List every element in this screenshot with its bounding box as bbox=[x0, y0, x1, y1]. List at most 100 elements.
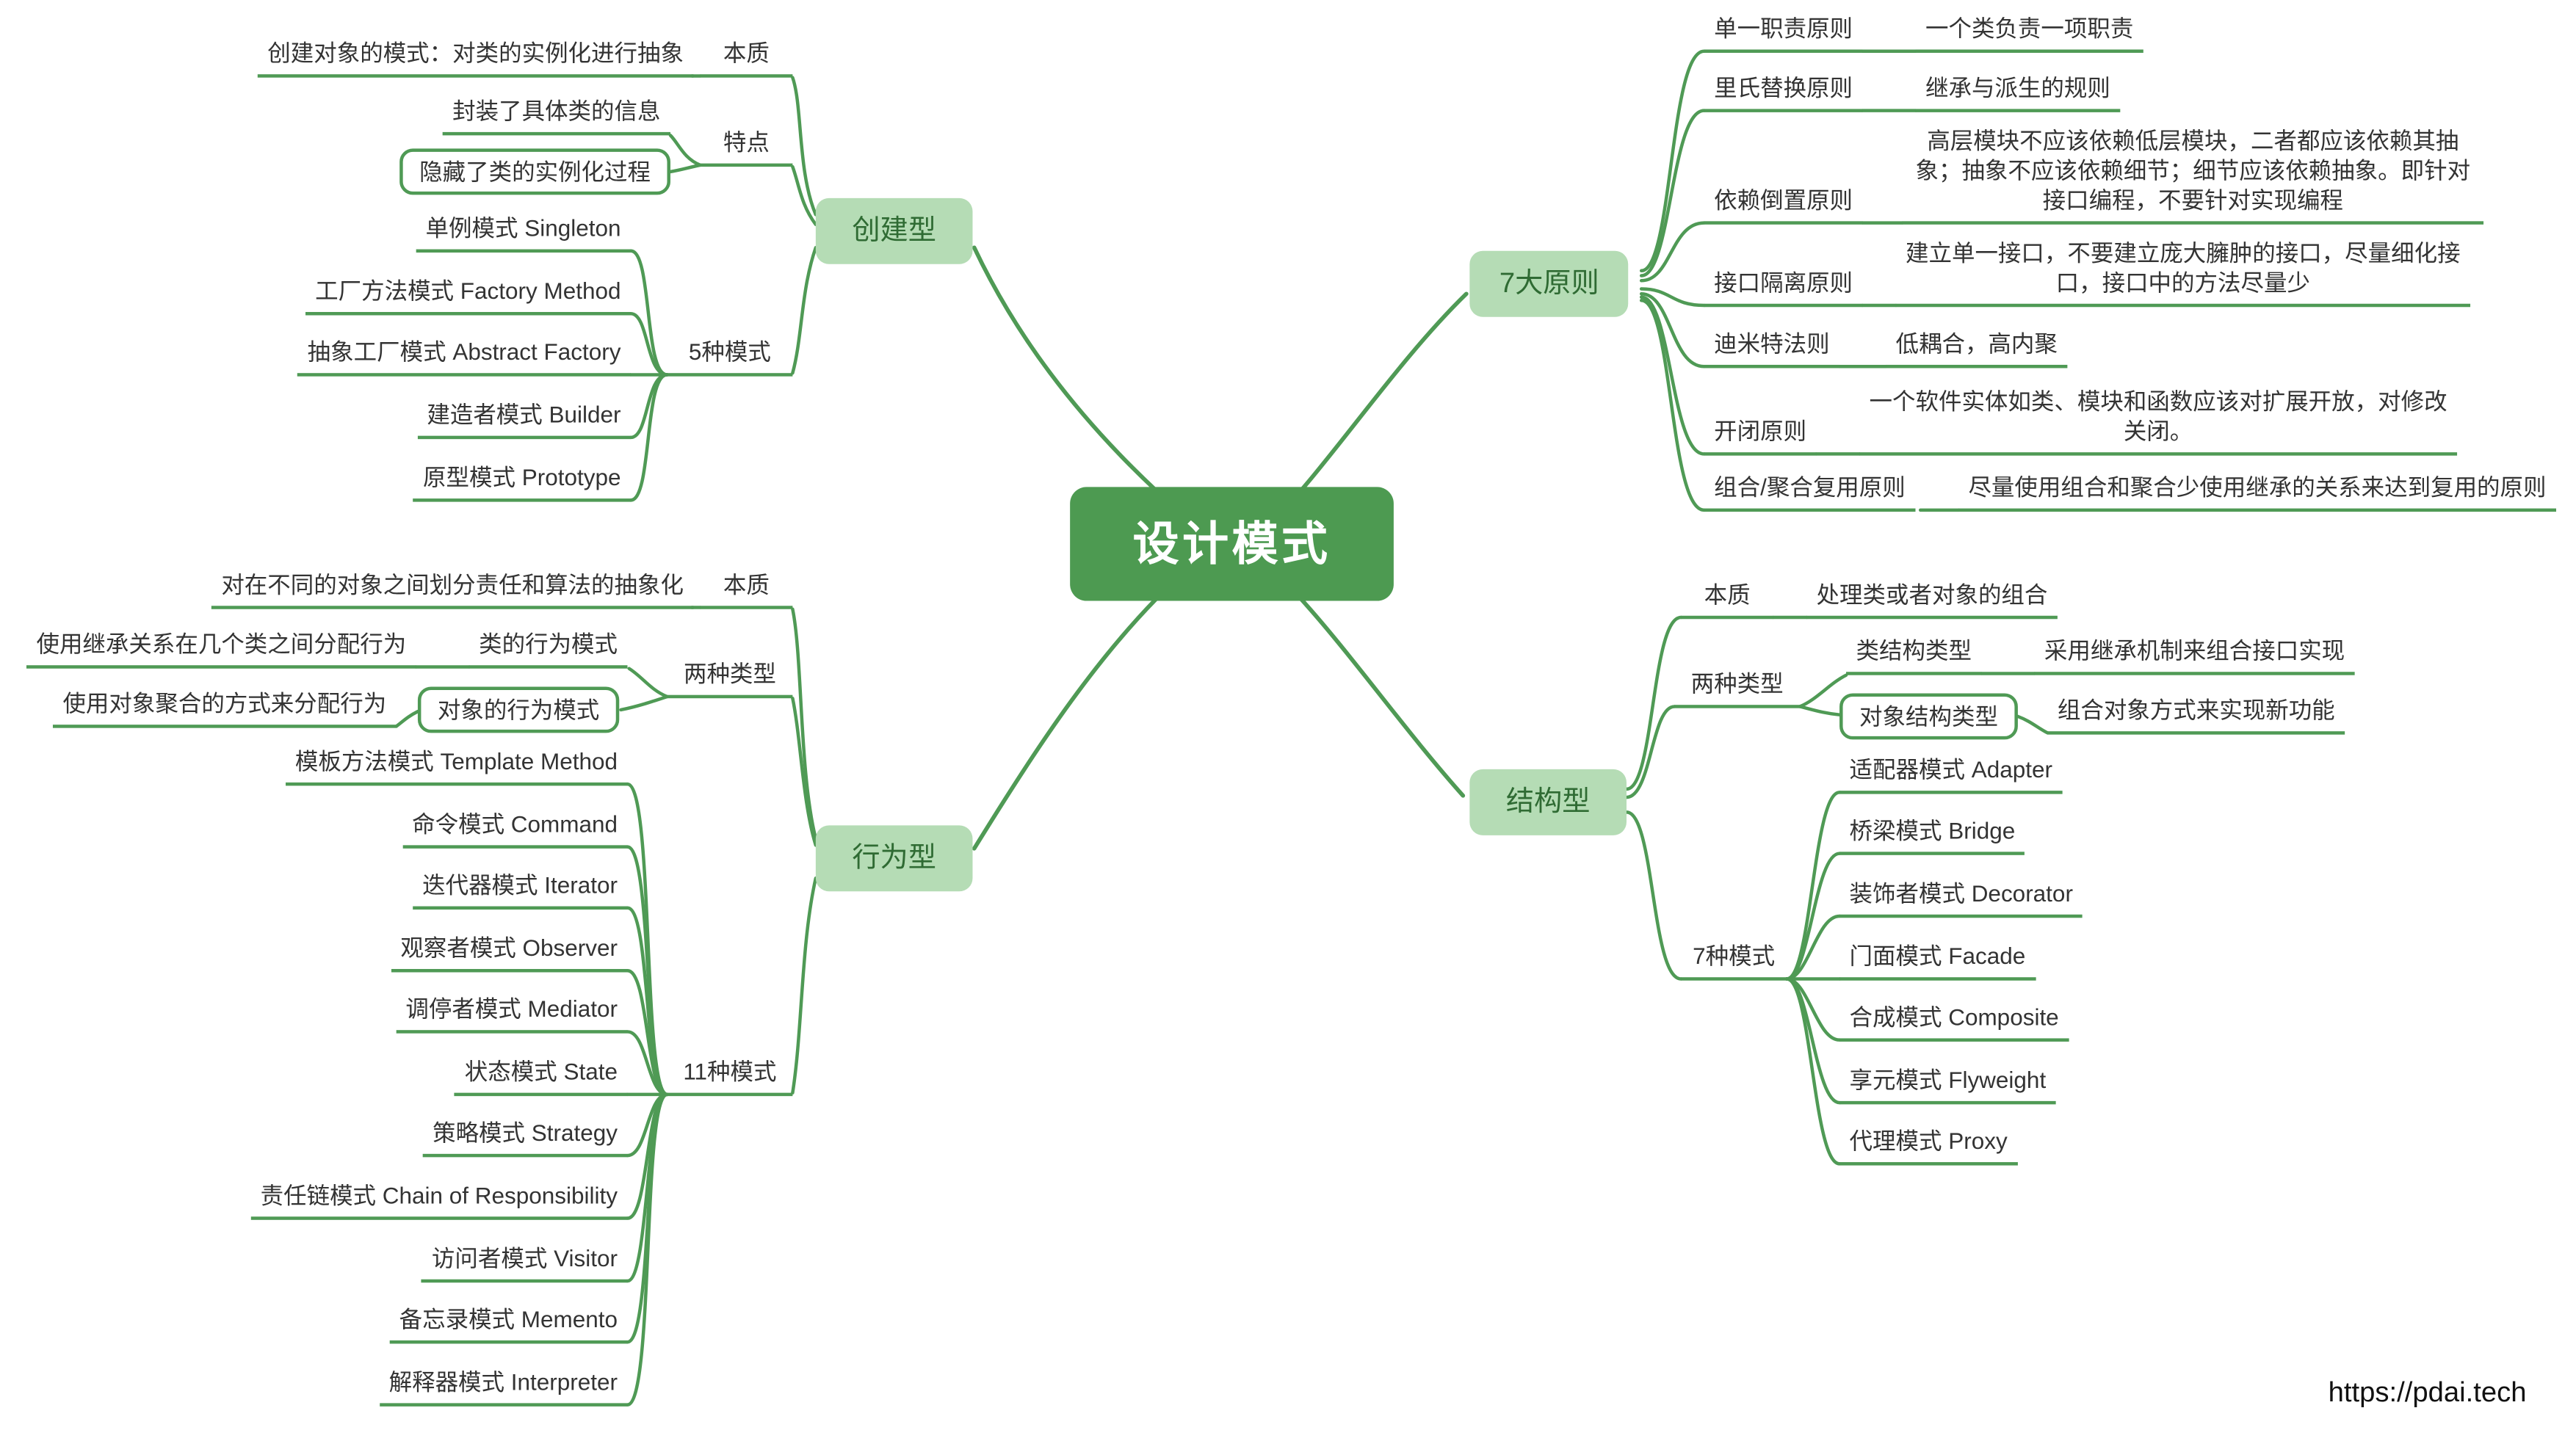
connector bbox=[668, 163, 702, 174]
principle-name[interactable]: 开闭原则 bbox=[1704, 416, 1817, 456]
behavioral-pattern[interactable]: 责任链模式 Chain of Responsibility bbox=[250, 1180, 628, 1220]
root-topic[interactable]: 设计模式 bbox=[1070, 487, 1394, 601]
connector bbox=[2016, 714, 2049, 735]
topic-creational[interactable]: 创建型 bbox=[815, 197, 973, 264]
connector bbox=[1784, 852, 1842, 981]
connector bbox=[791, 876, 818, 1095]
creational-pattern[interactable]: 建造者模式 Builder bbox=[416, 399, 632, 440]
structural-type-desc[interactable]: 组合对象方式来实现新功能 bbox=[2047, 695, 2345, 735]
principle-desc[interactable]: 一个类负责一项职责 bbox=[1915, 13, 2143, 53]
behavioral-pattern[interactable]: 策略模式 Strategy bbox=[422, 1117, 628, 1158]
behavioral-pattern[interactable]: 解释器模式 Interpreter bbox=[379, 1367, 628, 1407]
principle-desc[interactable]: 尽量使用组合和聚合少使用继承的关系来达到复用的原则 bbox=[1958, 472, 2556, 512]
behavioral-pattern[interactable]: 迭代器模式 Iterator bbox=[412, 870, 628, 910]
structural-patterns-label[interactable]: 7种模式 bbox=[1681, 941, 1787, 981]
topic-behavioral[interactable]: 行为型 bbox=[815, 825, 973, 892]
connector bbox=[394, 709, 420, 728]
structural-pattern[interactable]: 享元模式 Flyweight bbox=[1839, 1064, 2056, 1105]
connector bbox=[626, 1092, 669, 1220]
branch-connectors bbox=[394, 49, 2049, 1407]
behavioral-essence-label[interactable]: 本质 bbox=[700, 570, 793, 609]
principle-name[interactable]: 迪米特法则 bbox=[1704, 328, 1840, 369]
structural-essence-label[interactable]: 本质 bbox=[1681, 579, 1774, 620]
connector bbox=[1624, 615, 1683, 791]
creational-features-label[interactable]: 特点 bbox=[700, 127, 793, 167]
topic-structural[interactable]: 结构型 bbox=[1469, 769, 1627, 835]
creational-pattern[interactable]: 工厂方法模式 Factory Method bbox=[305, 276, 632, 316]
connector bbox=[1639, 299, 1706, 512]
principle-name[interactable]: 接口隔离原则 bbox=[1704, 267, 1863, 308]
structural-type-name-highlighted[interactable]: 对象结构类型 bbox=[1839, 693, 2018, 740]
creational-essence[interactable]: 创建对象的模式：对类的实例化进行抽象 bbox=[257, 38, 694, 78]
connector bbox=[1639, 49, 1706, 273]
structural-pattern[interactable]: 门面模式 Facade bbox=[1839, 941, 2036, 981]
behavioral-pattern[interactable]: 状态模式 State bbox=[455, 1056, 628, 1097]
behavioral-patterns-label[interactable]: 11种模式 bbox=[667, 1056, 793, 1097]
principle-desc[interactable]: 建立单一接口，不要建立庞大臃肿的接口，尽量细化接口，接口中的方法尽量少 bbox=[1895, 238, 2471, 308]
behavioral-type-desc[interactable]: 使用对象聚合的方式来分配行为 bbox=[52, 689, 397, 728]
connector bbox=[791, 607, 818, 841]
structural-pattern[interactable]: 合成模式 Composite bbox=[1839, 1002, 2069, 1042]
connector bbox=[626, 1092, 669, 1158]
structural-essence[interactable]: 处理类或者对象的组合 bbox=[1806, 579, 2058, 620]
structural-pattern[interactable]: 装饰者模式 Decorator bbox=[1839, 878, 2083, 918]
connector bbox=[626, 1092, 669, 1407]
behavioral-type-name[interactable]: 类的行为模式 bbox=[468, 629, 628, 669]
principle-desc[interactable]: 一个软件实体如类、模块和函数应该对扩展开放，对修改关闭。 bbox=[1859, 386, 2458, 456]
connector bbox=[629, 373, 669, 440]
behavioral-pattern[interactable]: 模板方法模式 Template Method bbox=[285, 746, 628, 786]
behavioral-types-label[interactable]: 两种类型 bbox=[667, 658, 793, 699]
principle-desc[interactable]: 高层模块不应该依赖低层模块，二者都应该依赖其抽象；抽象不应该依赖细节；细节应该依… bbox=[1902, 126, 2484, 225]
principle-name[interactable]: 单一职责原则 bbox=[1704, 13, 1863, 53]
connector bbox=[1798, 673, 1848, 708]
connector bbox=[1299, 291, 1469, 493]
behavioral-pattern[interactable]: 访问者模式 Visitor bbox=[422, 1243, 628, 1283]
connector bbox=[629, 373, 669, 502]
connector bbox=[791, 164, 818, 227]
behavioral-type-desc[interactable]: 使用继承关系在几个类之间分配行为 bbox=[26, 629, 416, 669]
structural-type-name[interactable]: 类结构类型 bbox=[1846, 636, 1982, 675]
creational-feature-highlighted[interactable]: 隐藏了类的实例化过程 bbox=[399, 148, 670, 195]
connector bbox=[626, 782, 669, 1097]
connector bbox=[619, 694, 669, 712]
behavioral-pattern[interactable]: 观察者模式 Observer bbox=[390, 933, 628, 973]
principle-desc[interactable]: 继承与派生的规则 bbox=[1915, 73, 2121, 112]
watermark-link[interactable]: https://pdai.tech bbox=[2328, 1376, 2527, 1409]
connector bbox=[1639, 292, 1706, 369]
connector bbox=[668, 134, 702, 167]
connector bbox=[1784, 977, 1842, 1042]
connector bbox=[791, 696, 818, 847]
structural-types-label[interactable]: 两种类型 bbox=[1674, 669, 1801, 708]
behavioral-pattern[interactable]: 备忘录模式 Memento bbox=[389, 1304, 628, 1344]
creational-pattern[interactable]: 抽象工厂模式 Abstract Factory bbox=[297, 337, 632, 377]
creational-essence-label[interactable]: 本质 bbox=[700, 38, 793, 78]
principle-name[interactable]: 里氏替换原则 bbox=[1704, 73, 1863, 112]
connector bbox=[629, 312, 669, 377]
creational-pattern[interactable]: 单例模式 Singleton bbox=[416, 213, 632, 253]
connector bbox=[629, 249, 669, 377]
structural-type-desc[interactable]: 采用继承机制来组合接口实现 bbox=[2034, 636, 2355, 675]
principle-name[interactable]: 依赖倒置原则 bbox=[1704, 185, 1863, 225]
structural-pattern[interactable]: 代理模式 Proxy bbox=[1839, 1126, 2018, 1166]
creational-feature[interactable]: 封装了具体类的信息 bbox=[442, 95, 670, 136]
behavioral-essence[interactable]: 对在不同的对象之间划分责任和算法的抽象化 bbox=[211, 570, 694, 609]
behavioral-pattern[interactable]: 命令模式 Command bbox=[402, 809, 628, 849]
structural-pattern[interactable]: 桥梁模式 Bridge bbox=[1839, 816, 2025, 855]
structural-pattern[interactable]: 适配器模式 Adapter bbox=[1839, 755, 2063, 794]
connector bbox=[791, 76, 818, 217]
behavioral-type-name-highlighted[interactable]: 对象的行为模式 bbox=[417, 686, 620, 733]
creational-pattern[interactable]: 原型模式 Prototype bbox=[413, 462, 632, 502]
connector bbox=[1639, 109, 1706, 277]
principle-desc[interactable]: 低耦合，高内聚 bbox=[1886, 328, 2068, 369]
connector bbox=[791, 246, 818, 375]
connector bbox=[1639, 287, 1706, 308]
connector bbox=[627, 667, 669, 699]
principle-name[interactable]: 组合/聚合复用原则 bbox=[1704, 472, 1916, 512]
connector bbox=[1784, 791, 1842, 981]
behavioral-pattern[interactable]: 调停者模式 Mediator bbox=[395, 994, 628, 1034]
creational-patterns-label[interactable]: 5种模式 bbox=[667, 337, 793, 377]
connector bbox=[1784, 977, 1842, 1166]
connector bbox=[1784, 977, 1842, 1105]
topic-principles[interactable]: 7大原则 bbox=[1469, 250, 1629, 317]
